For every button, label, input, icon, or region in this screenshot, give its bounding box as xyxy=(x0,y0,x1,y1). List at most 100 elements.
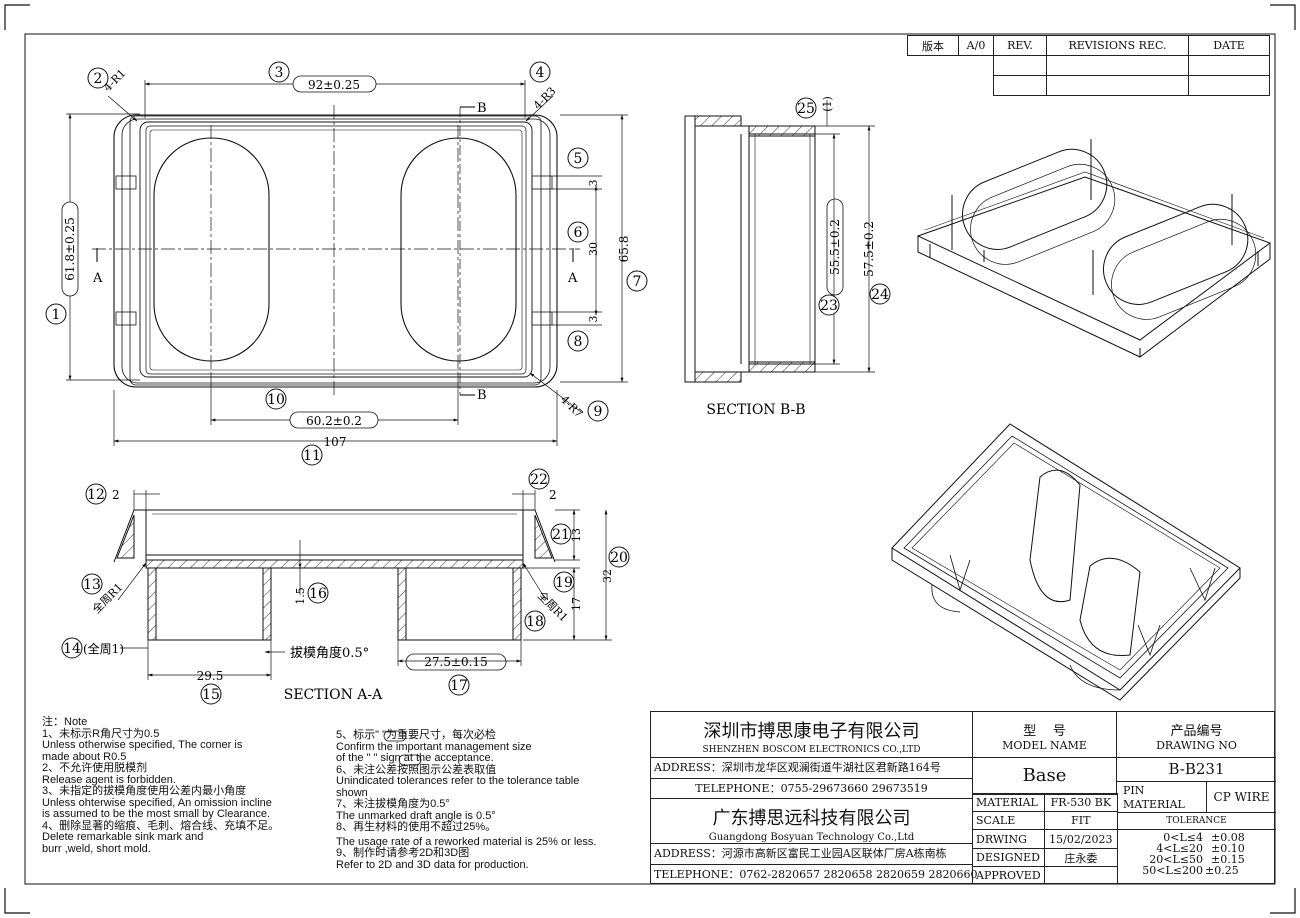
note-line: of the " " sign at the acceptance. xyxy=(336,752,494,764)
section-bb-dimension-lines xyxy=(815,100,875,373)
note-line: burr ,weld, short mold. xyxy=(42,842,151,855)
company1-en: SHENZHEN BOSCOM ELECTRONICS CO.,LTD xyxy=(702,745,921,755)
note-line: is assumed to be the most small by Clear… xyxy=(42,808,271,820)
section-bb-view xyxy=(684,115,816,383)
balloon-24: 24 xyxy=(869,283,891,305)
svg-text:16: 16 xyxy=(309,586,327,602)
model-value: Base xyxy=(973,758,1117,795)
note-line: 2、不允许使用脱模剂 xyxy=(42,762,148,774)
company2-en: Guangdong Bosyuan Technology Co.,Ltd xyxy=(708,832,915,843)
svg-text:19: 19 xyxy=(555,575,573,591)
rev-version-value: A/0 xyxy=(958,35,994,56)
balloon-20: 20 xyxy=(608,546,630,568)
tol-value: ±0.25 xyxy=(1205,864,1239,877)
svg-text:21: 21 xyxy=(552,527,570,543)
tol-range: 4<L≤20 xyxy=(1156,842,1203,855)
balloon-10: 10 xyxy=(265,388,287,410)
dim-1-paren: (1) xyxy=(821,96,834,112)
designed-value: 庄永委 xyxy=(1043,848,1119,867)
svg-text:22: 22 xyxy=(530,472,548,488)
dim-2-left: 2 xyxy=(112,488,120,502)
tol-value: ±0.10 xyxy=(1211,842,1245,855)
drawing-value: B-B231 xyxy=(1117,758,1276,782)
dim-1-5: 1.5 xyxy=(294,587,307,605)
dim-107: 107 xyxy=(324,435,347,449)
note-line: 5、标示" "为重要尺寸，每次必检 xyxy=(336,729,496,741)
company1-cn: 深圳市搏思康电子有限公司 xyxy=(703,721,920,742)
date-header: DATE xyxy=(1188,35,1270,56)
svg-text:5: 5 xyxy=(574,151,583,167)
drawing-label-en: DRAWING NO xyxy=(1156,739,1237,752)
note-line: Refer to 2D and 3D data for production. xyxy=(336,858,529,871)
svg-text:12: 12 xyxy=(87,487,105,503)
drawing-label-cn: 产品编号 xyxy=(1170,724,1223,739)
svg-text:15: 15 xyxy=(202,687,220,703)
svg-text:23: 23 xyxy=(820,298,838,314)
section-bb-title: SECTION B-B xyxy=(706,402,805,418)
balloon-4: 4 xyxy=(529,61,551,83)
pin-material-label: PIN MATERIAL xyxy=(1117,782,1207,813)
rev-header: REV. xyxy=(993,35,1047,56)
top-view xyxy=(92,105,580,396)
scale-value: FIT xyxy=(1043,811,1119,830)
dim-4-r3: 4-R3 xyxy=(531,85,559,113)
address1: ADDRESS：深圳市龙华区观澜街道牛湖社区君新路164号 xyxy=(651,758,973,779)
tol-range: 20<L≤50 xyxy=(1149,853,1203,866)
balloon-25: 25 xyxy=(795,97,817,119)
notes-right: 5、标示" "为重要尺寸，每次必检 Confirm the important … xyxy=(336,729,596,871)
dim-32: 32 xyxy=(601,569,614,583)
material-value: FR-530 BK xyxy=(1043,793,1119,812)
balloon-17: 17 xyxy=(448,674,470,696)
svg-text:25: 25 xyxy=(797,101,815,117)
revision-table: 版本 A/0 REV. REVISIONS REC. DATE xyxy=(907,35,1270,96)
dim-57-5: 57.5±0.2 xyxy=(862,221,876,277)
balloon-7: 7 xyxy=(626,270,648,292)
svg-text:7: 7 xyxy=(633,274,642,290)
balloons: 1 2 3 4 5 6 7 8 9 10 11 12 13 14 15 16 1… xyxy=(45,61,891,705)
svg-text:9: 9 xyxy=(594,404,603,420)
dim-13: 13 xyxy=(570,528,583,542)
tolerance-label: TOLERANCE xyxy=(1117,813,1276,830)
title-block: 深圳市搏思康电子有限公司 SHENZHEN BOSCOM ELECTRONICS… xyxy=(650,711,1276,884)
dim-61-8: 61.8±0.25 xyxy=(63,217,77,281)
balloon-16: 16 xyxy=(307,582,329,604)
notes-heading: 注：Note xyxy=(42,716,88,728)
balloon-18: 18 xyxy=(524,610,546,632)
balloon-8: 8 xyxy=(567,330,589,352)
svg-text:11: 11 xyxy=(303,448,321,464)
notes-left: 注：Note 1、未标示R角尺寸为0.5 Unless otherwise sp… xyxy=(42,716,279,855)
sheet-corner-marks xyxy=(4,4,1296,914)
tol-range: 0<L≤4 xyxy=(1163,831,1203,844)
note-line: Release agent is forbidden. xyxy=(42,773,176,786)
svg-text:24: 24 xyxy=(871,287,889,303)
draft-angle-text: 拔模角度0.5° xyxy=(290,645,369,661)
balloon-9: 9 xyxy=(587,400,609,422)
material-label: MATERIAL xyxy=(973,793,1045,812)
rev-version-cn: 版本 xyxy=(907,35,959,56)
note-line: The unmarked draft angle is 0.5° xyxy=(336,809,496,822)
tolerance-table: 0<L≤4±0.08 4<L≤20±0.10 20<L≤50±0.15 50<L… xyxy=(1117,830,1276,876)
svg-text:18: 18 xyxy=(526,614,544,630)
section-b-top-label: B xyxy=(477,101,487,116)
approved-label: APPROVED xyxy=(973,866,1045,884)
svg-text:3: 3 xyxy=(275,65,284,81)
telephone1: TELEPHONE：0755-29673660 29673519 xyxy=(651,779,973,799)
drwing-value: 15/02/2023 xyxy=(1043,829,1119,849)
balloon-12: 12 xyxy=(85,483,107,505)
scale-label: SCALE xyxy=(973,811,1045,830)
svg-text:17: 17 xyxy=(450,678,468,694)
dim-65-8: 65.8 xyxy=(617,236,631,263)
designed-label: DESIGNED xyxy=(973,848,1045,867)
svg-text:13: 13 xyxy=(83,577,101,593)
balloon-1: 1 xyxy=(45,303,67,325)
balloon-22: 22 xyxy=(528,468,550,490)
dimension-boxes xyxy=(61,75,844,671)
note-line: shown xyxy=(336,786,368,799)
note-line: 7、未注拔模角度为0.5° xyxy=(336,798,450,810)
dim-2-right: 2 xyxy=(549,488,557,502)
note-line: made about R0.5 xyxy=(42,750,127,763)
section-b-bottom-label: B xyxy=(477,388,487,403)
balloon-14: 14 xyxy=(61,637,83,659)
dim-55-5: 55.5±0.2 xyxy=(828,219,842,275)
section-aa-dimension-lines xyxy=(117,490,612,680)
